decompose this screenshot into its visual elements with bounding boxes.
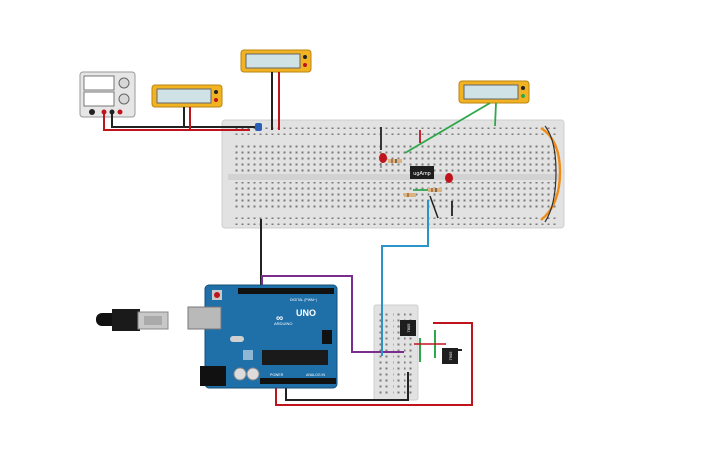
board-model: UNO [296, 308, 316, 318]
capacitor-1[interactable] [255, 123, 262, 131]
op-amp-chip[interactable]: ugAmp [410, 166, 434, 179]
main-breadboard[interactable] [221, 119, 565, 229]
regulator-7805[interactable]: 7805 [400, 320, 416, 336]
board-logo-infinity: ∞ [276, 313, 283, 324]
digital-header-label: DIGITAL (PWM~) [290, 298, 317, 302]
regulator-label-1: 7805 [406, 323, 411, 333]
multimeter-top[interactable] [240, 49, 312, 73]
resistor-3[interactable] [404, 193, 416, 197]
arduino-uno[interactable]: ∞ UNO ARDUINO DIGITAL (PWM~) POWER ANALO… [187, 284, 338, 389]
resistor-1[interactable] [388, 159, 402, 163]
multimeter-left[interactable] [151, 84, 223, 108]
board-brand: ARDUINO [274, 321, 292, 326]
regulator-label-2: 7905 [448, 351, 453, 361]
resistor-2[interactable] [428, 188, 442, 192]
led-1[interactable] [379, 153, 387, 168]
power-header-label: POWER [270, 373, 284, 377]
power-supply[interactable] [79, 71, 136, 118]
led-2[interactable] [445, 173, 453, 183]
multimeter-right[interactable] [458, 80, 530, 104]
regulator-7905[interactable]: 7905 [442, 348, 458, 364]
op-amp-label: ugAmp [413, 171, 430, 177]
analog-header-label: ANALOG IN [306, 373, 326, 377]
usb-cable[interactable] [96, 309, 169, 331]
